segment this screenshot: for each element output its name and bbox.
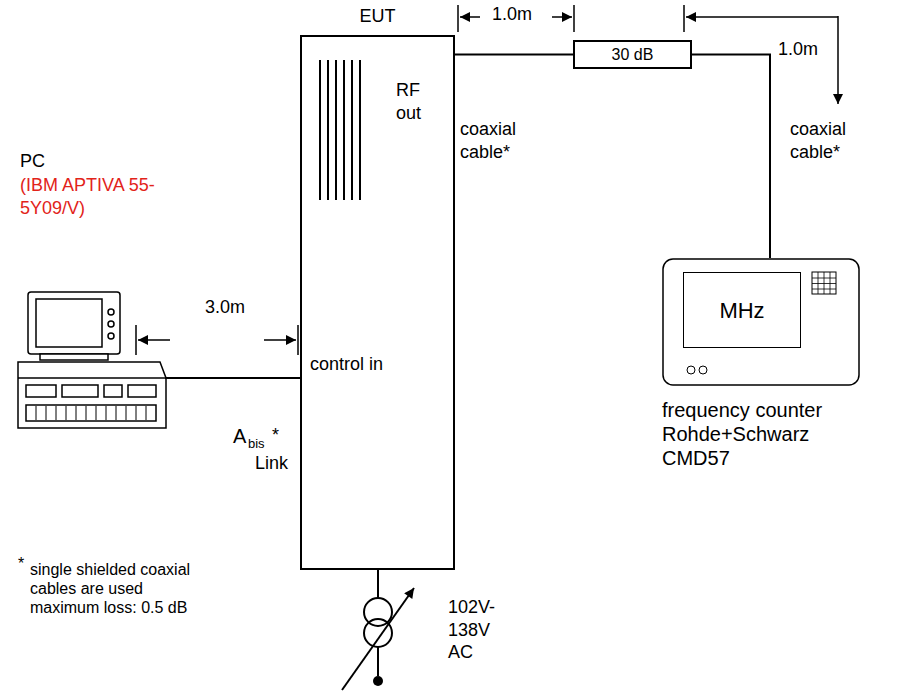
cable-line xyxy=(165,377,300,379)
footnote-mark: * xyxy=(18,554,24,574)
cable-line xyxy=(692,55,770,259)
cable-connector xyxy=(455,54,573,55)
variac-symbol xyxy=(342,570,414,690)
cable-connector xyxy=(165,378,300,379)
pc-illustration xyxy=(18,292,166,428)
eut-box: EUTRF outcontrol in xyxy=(300,35,455,570)
dimension-line xyxy=(136,325,298,355)
footnote-mark: * xyxy=(272,424,279,447)
cable-label: coaxial cable* xyxy=(460,118,540,163)
attenuator-label: 30 dB xyxy=(575,42,690,67)
display-readout: MHz xyxy=(684,297,800,325)
port-label: control in xyxy=(310,353,390,376)
voltage-label: 102V- 138V AC xyxy=(448,596,510,664)
cable-label: coaxial cable* xyxy=(790,118,870,163)
link-label: A xyxy=(233,424,246,449)
link-label: bis xyxy=(248,436,265,452)
power-terminal xyxy=(373,676,383,686)
dimension-label: 3.0m xyxy=(205,296,245,319)
dimension-label: 1.0m xyxy=(778,38,818,61)
attenuator-box: 30 dB xyxy=(573,40,692,69)
frequency-counter: MHzfrequency counter Rohde+Schwarz CMD57 xyxy=(662,258,860,386)
eut-title: EUT xyxy=(302,5,453,28)
dimension-label: 1.0m xyxy=(492,3,532,26)
instrument-display: MHz xyxy=(683,272,801,348)
pc-label: PC xyxy=(20,150,45,173)
port-label: RF out xyxy=(396,79,446,124)
cable-connector xyxy=(692,55,770,259)
pc-node: PC(IBM APTIVA 55-5Y09/V) xyxy=(15,148,175,434)
cable-line xyxy=(455,54,573,56)
link-label: Link xyxy=(255,452,288,475)
footnote-text: single shielded coaxial cables are used … xyxy=(30,560,210,618)
eut-fins xyxy=(320,60,360,200)
instrument-caption: frequency counter Rohde+Schwarz CMD57 xyxy=(662,398,847,470)
pc-keyboard xyxy=(36,406,146,420)
pc-model: (IBM APTIVA 55-5Y09/V) xyxy=(20,174,160,219)
